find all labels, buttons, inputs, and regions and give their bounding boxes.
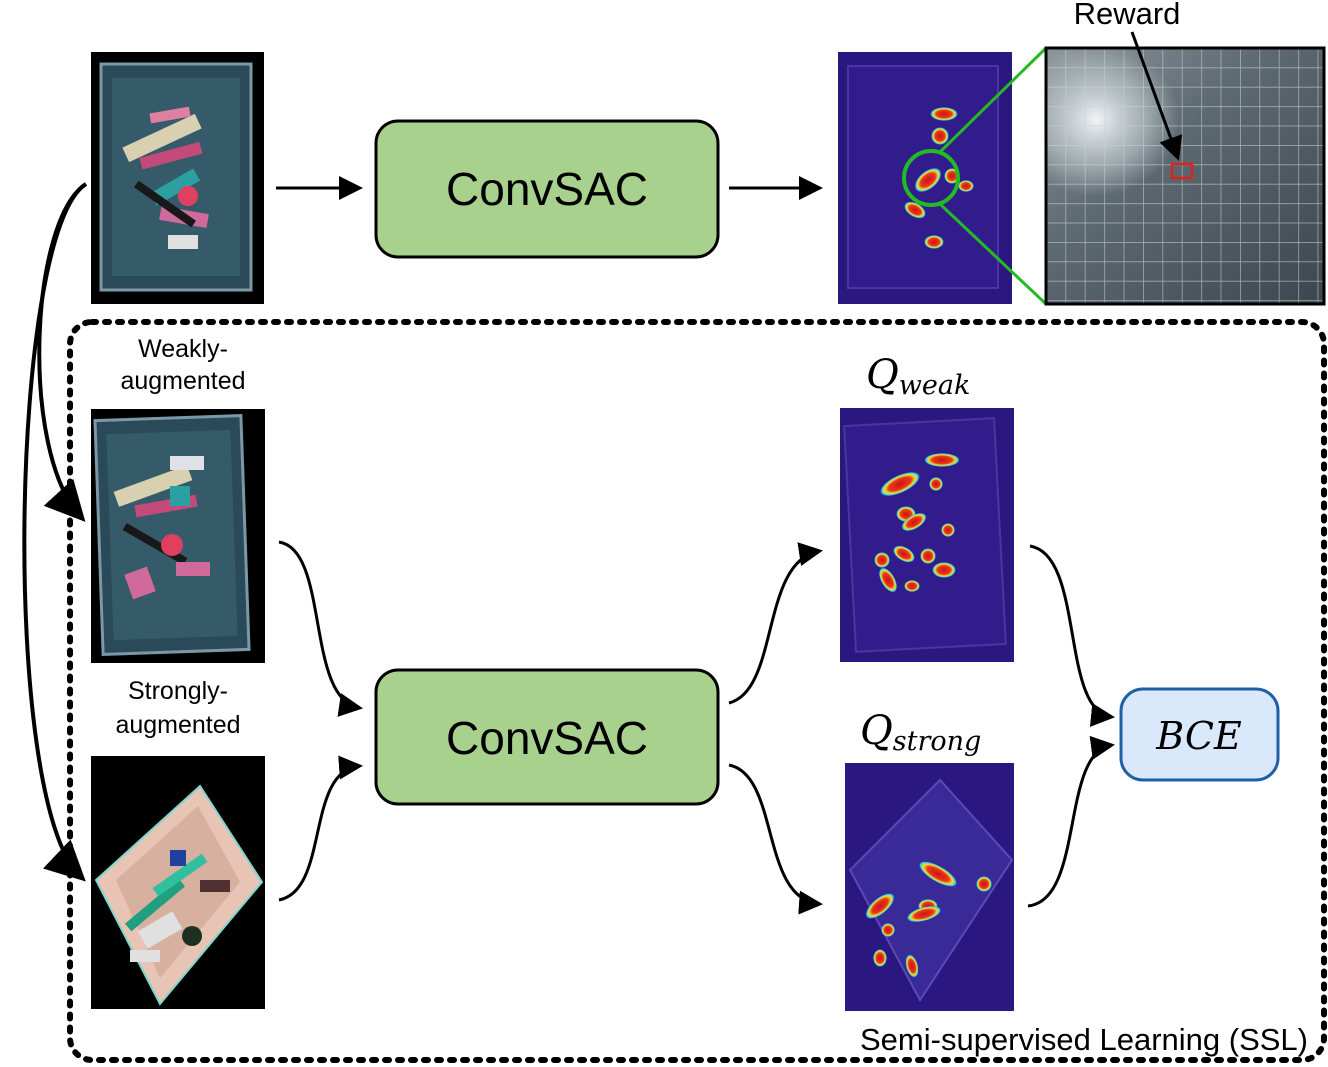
zoomed-reward-grid	[1044, 46, 1326, 306]
arrow-input-to-weak	[37, 182, 88, 522]
reward-label: Reward	[1074, 0, 1181, 31]
ssl-region-label: Semi-supervised Learning (SSL)	[860, 1022, 1308, 1057]
input-image	[91, 52, 264, 304]
weak-image	[91, 409, 265, 663]
reward-cell	[1170, 162, 1194, 180]
arrow-network-to-qstrong	[728, 763, 823, 915]
q-weak-label: Qweak	[866, 352, 970, 401]
top-q-heatmap	[838, 52, 1012, 304]
weak-aug-label-line2: augmented	[120, 367, 245, 395]
strong-aug-label-line1: Strongly-	[128, 677, 228, 705]
ssl-region-border	[67, 319, 1327, 1063]
bin-of-cosmetic-products-photo-icon	[122, 106, 209, 249]
arrow-qstrong-to-bce	[1027, 735, 1115, 908]
zoom-line-top	[938, 46, 1048, 154]
zoomed-reward-grid-icon	[1046, 48, 1324, 304]
strong-aug-label-line2: augmented	[115, 711, 240, 739]
bottom-network-box: ConvSAC	[374, 668, 720, 806]
arrow-input-to-strong	[22, 182, 88, 882]
strongly-augmented-bin-photo-icon	[124, 850, 230, 962]
bottom-network-label: ConvSAC	[446, 712, 648, 764]
arrow-network-to-qweak	[728, 542, 823, 705]
bce-loss-box: BCE	[1119, 687, 1280, 782]
arrow-strong-to-network	[278, 755, 363, 902]
zoom-line-bottom	[938, 202, 1048, 306]
q-weak-heatmap	[840, 408, 1014, 662]
arrow-qweak-to-bce	[1029, 544, 1115, 727]
zoom-focus-circle	[902, 149, 960, 207]
top-network-label: ConvSAC	[446, 163, 648, 215]
arrow-weak-to-network	[278, 540, 363, 717]
strong-image	[91, 756, 265, 1009]
reward-pointer-arrow	[1130, 31, 1183, 161]
weak-aug-label-line1: Weakly-	[138, 335, 228, 363]
q-strong-heatmap	[845, 763, 1014, 1011]
bce-label: BCE	[1155, 714, 1242, 758]
q-weak-heatmap-icon	[874, 453, 960, 593]
q-strong-label: Qstrong	[860, 708, 981, 757]
weakly-augmented-bin-photo-icon	[113, 456, 210, 600]
top-network-box: ConvSAC	[374, 119, 720, 259]
q-strong-heatmap-icon	[865, 861, 992, 978]
